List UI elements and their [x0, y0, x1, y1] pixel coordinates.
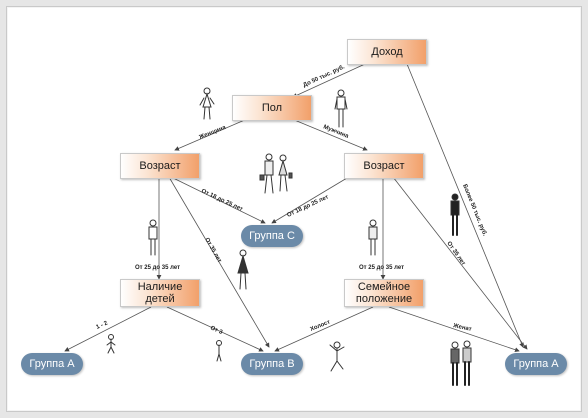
- edge-label-left-age-c: От 18 до 25 лет: [200, 188, 243, 212]
- node-income: Доход: [347, 39, 427, 65]
- edge-label-male: Мужчина: [322, 124, 350, 140]
- edge-children-group-a: [64, 306, 152, 352]
- edge-marital-group-a: [388, 306, 520, 352]
- edge-label-married: Женат: [452, 323, 473, 333]
- node-marital-line1: Семейное: [357, 281, 411, 293]
- connector-layer: До 50 тыс. руб. Более 50 тыс. руб. Женщи…: [64, 63, 528, 386]
- group-b-label: Группа В: [249, 358, 295, 370]
- man-figure-icon: [334, 89, 348, 128]
- node-children-line1: Наличие: [137, 281, 183, 293]
- edge-label-one-two: 1 - 2: [95, 320, 109, 331]
- edge-income-group-a: [406, 63, 524, 348]
- woman-dark-figure-icon: [237, 249, 249, 290]
- person-right-figure-icon: [368, 219, 378, 256]
- group-a-right-label: Группа А: [513, 358, 559, 370]
- person-left-figure-icon: [148, 219, 158, 256]
- edge-label-left-age-children: От 25 до 35 лет: [135, 265, 180, 271]
- node-age-left-label: Возраст: [139, 160, 181, 172]
- node-age-right: Возраст: [344, 153, 424, 179]
- child-figure-icon: [106, 334, 116, 354]
- node-marital: Семейное положение: [344, 279, 424, 307]
- group-a-left-label: Группа А: [29, 358, 75, 370]
- node-age-right-label: Возраст: [363, 160, 405, 172]
- node-children-line2: детей: [145, 293, 175, 305]
- diagram-canvas: До 50 тыс. руб. Более 50 тыс. руб. Женщи…: [6, 6, 582, 412]
- node-age-left: Возраст: [120, 153, 200, 179]
- edge-label-right-age-c: От 18 до 25 лет: [286, 194, 329, 218]
- edge-label-three: От 3: [209, 325, 224, 336]
- edge-label-right-age-a: От 35 лет: [445, 241, 466, 267]
- edge-label-female: Женщина: [198, 125, 228, 142]
- node-marital-line2: положение: [355, 293, 413, 305]
- child-figure-2-icon: [216, 340, 222, 362]
- group-a-left: Группа А: [21, 353, 83, 375]
- edge-label-right-age-marital: От 25 до 35 лет: [359, 265, 404, 271]
- group-c: Группа С: [241, 225, 303, 247]
- married-couple-icon: [450, 340, 472, 386]
- group-a-right: Группа А: [505, 353, 567, 375]
- jumping-man-icon: [329, 341, 345, 372]
- woman-figure-icon: [199, 87, 215, 120]
- businessman-icon: [450, 193, 460, 236]
- group-c-label: Группа С: [249, 230, 295, 242]
- edge-right-age-group-c: [271, 174, 353, 224]
- node-income-label: Доход: [371, 46, 403, 58]
- edge-left-age-group-c: [166, 174, 266, 224]
- edge-income-gender: [292, 63, 366, 98]
- node-children: Наличие детей: [120, 279, 200, 307]
- node-gender-label: Пол: [261, 102, 283, 114]
- edge-label-left-age-b: От 35 лет: [203, 237, 222, 264]
- edge-right-age-group-a: [392, 176, 528, 350]
- node-gender: Пол: [232, 95, 312, 121]
- edge-gender-right-age: [291, 118, 368, 151]
- group-b: Группа В: [241, 353, 303, 375]
- edge-marital-group-b: [274, 306, 374, 352]
- edge-left-age-group-b: [168, 176, 270, 348]
- edge-children-group-b: [166, 306, 264, 352]
- edge-gender-left-age: [174, 118, 248, 151]
- couple-walking-icon: [259, 153, 293, 194]
